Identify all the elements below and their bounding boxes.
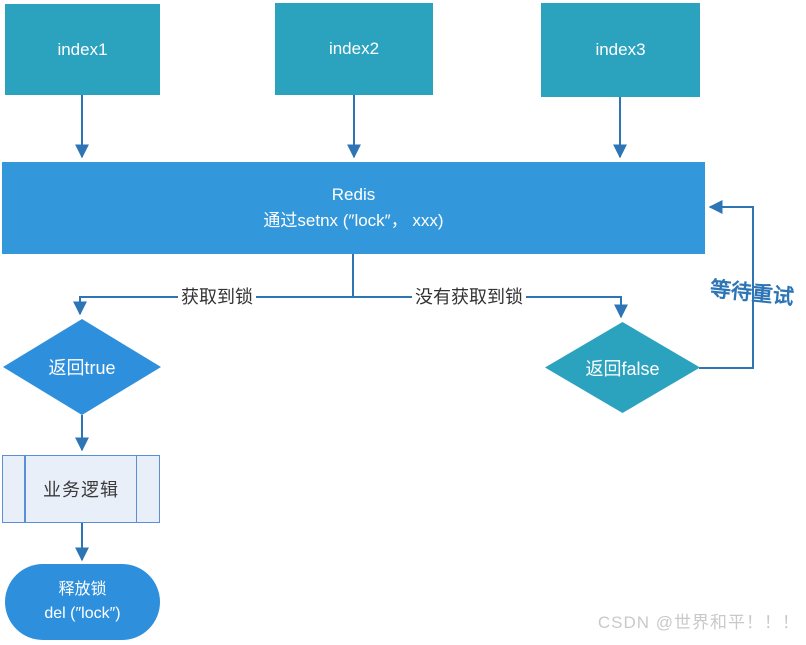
node-redis-title: Redis: [331, 185, 376, 204]
process-right-bar-line: [135, 456, 137, 522]
edge-branch-true: [73, 296, 353, 316]
node-index1-label: index1: [57, 39, 108, 59]
node-release-lock: 释放锁 del (″lock″): [5, 564, 160, 640]
node-index3-label: index3: [595, 40, 646, 59]
csdn-watermark: CSDN @世界和平！！！: [597, 613, 800, 632]
node-redis: Redis 通过setnx (″lock″， xxx): [2, 162, 705, 254]
node-return-true-label: 返回true: [48, 358, 116, 378]
node-business-logic-label: 业务逻辑: [43, 480, 119, 500]
node-release-lock-code: del (″lock″): [44, 605, 121, 622]
node-redis-subtitle: 通过setnx (″lock″， xxx): [263, 211, 444, 230]
edge-false-retry-redis: [699, 200, 754, 369]
node-return-false-label: 返回false: [585, 358, 660, 379]
node-index3: index3: [541, 3, 700, 97]
node-index2-label: index2: [328, 39, 380, 58]
node-business-logic: 业务逻辑: [2, 455, 160, 523]
node-index2: index2: [275, 3, 433, 95]
node-release-lock-title: 释放锁: [58, 581, 107, 598]
node-index1: index1: [5, 4, 160, 95]
edge-label-acquired: 获取到锁: [178, 287, 256, 307]
edge-label-not-acquired: 没有获取到锁: [412, 287, 526, 307]
process-left-bar-line: [24, 456, 26, 522]
